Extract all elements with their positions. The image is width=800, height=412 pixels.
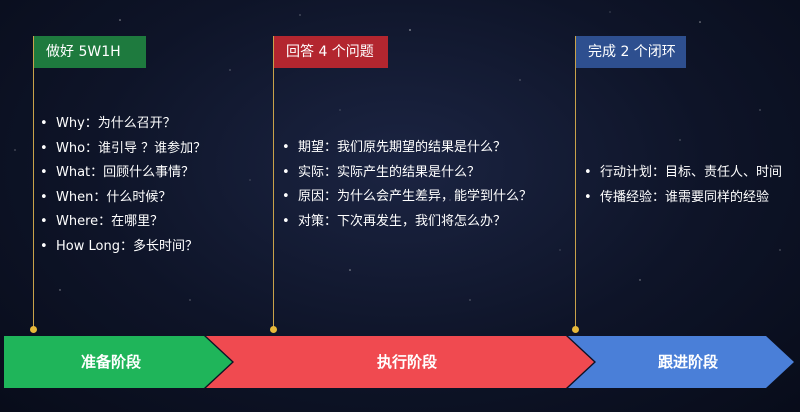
phase-label-execute: 执行阶段 <box>376 353 437 371</box>
list-item: Where：在哪里？ <box>40 210 206 235</box>
list-item: 期望：我们原先期望的结果是什么？ <box>282 136 532 161</box>
connector-line-2 <box>273 36 274 330</box>
list-2-loops: 行动计划：目标、责任人、时间 传播经验：谁需要同样的经验 <box>584 161 782 210</box>
arrow-prepare <box>4 336 232 388</box>
list-item: 传播经验：谁需要同样的经验 <box>584 186 782 211</box>
connector-dot-1 <box>30 326 37 333</box>
list-item: How Long：多长时间？ <box>40 235 206 260</box>
list-item: What：回顾什么事情？ <box>40 161 206 186</box>
list-item: 原因：为什么会产生差异，能学到什么？ <box>282 185 532 210</box>
connector-dot-3 <box>572 326 579 333</box>
connector-line-3 <box>575 36 576 330</box>
phase-label-prepare: 准备阶段 <box>80 353 141 371</box>
list-item: When：什么时候？ <box>40 186 206 211</box>
tag-2-loops: 完成 2 个闭环 <box>576 36 686 68</box>
phase-label-follow-up: 跟进阶段 <box>657 353 718 371</box>
connector-dot-2 <box>270 326 277 333</box>
list-4-questions: 期望：我们原先期望的结果是什么？ 实际：实际产生的结果是什么？ 原因：为什么会产… <box>282 136 532 234</box>
list-item: 对策：下次再发生，我们将怎么办？ <box>282 210 532 235</box>
arrow-follow-up <box>568 336 794 388</box>
connector-line-1 <box>33 36 34 330</box>
tag-5w1h: 做好 5W1H <box>34 36 146 68</box>
list-5w1h: Why：为什么召开？ Who：谁引导 ？谁参加？ What：回顾什么事情？ Wh… <box>40 112 206 259</box>
list-item: 实际：实际产生的结果是什么？ <box>282 161 532 186</box>
list-item: Who：谁引导 ？谁参加？ <box>40 137 206 162</box>
list-item: 行动计划：目标、责任人、时间 <box>584 161 782 186</box>
list-item: Why：为什么召开？ <box>40 112 206 137</box>
arrow-execute <box>206 336 594 388</box>
tag-4-questions: 回答 4 个问题 <box>274 36 388 68</box>
